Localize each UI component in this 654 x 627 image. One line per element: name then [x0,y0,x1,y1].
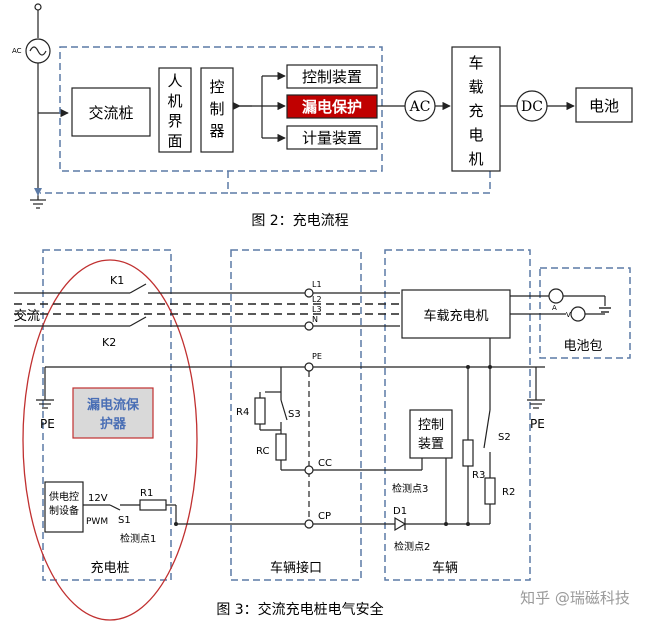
hmi-char-3: 面 [167,132,182,150]
r4-label: R4 [236,407,249,418]
cp-label: CP [318,511,331,522]
hmi-char-0: 人 [167,72,182,90]
s3-label: S3 [288,409,301,420]
controller-char-0: 控 [209,78,224,96]
battery-pack-frame [539,267,631,359]
rc-resistor [275,433,287,461]
battery-label: 电池 [589,97,619,115]
hmi-box [158,67,192,153]
hmi-char-2: 界 [167,112,182,130]
figure-2-caption: 图 2：充电流程 [251,213,348,229]
cc-label: CC [318,458,332,469]
onboard-charger-label-3: 车载充电机 [423,308,488,324]
ac-pile-label: 交流桩 [88,104,133,122]
figure-3-caption: 图 3：交流充电桩电气安全 [216,601,383,618]
rcd-label-line1: 漏电流保 [87,397,140,413]
power-control-device-box [44,481,84,533]
l2-label: L2 [312,295,322,304]
obc-char-4: 机 [468,150,483,168]
charging-pile-dashed-frame [59,46,383,172]
metering-device-box [286,125,378,150]
l3-label: L3 [312,305,322,314]
interface-section-frame [230,249,362,581]
r3-resistor [462,439,474,467]
obc-char-2: 充 [468,102,483,120]
metering-device-label: 计量装置 [302,129,362,147]
l1-label: L1 [312,280,322,289]
n-label: N [312,315,318,324]
figure-3-circuit: 交流 K1 K2 L1 L2 L3 N 车载充电机 A V [14,249,631,621]
power-control-line1: 供电控 [49,490,79,503]
leakage-protection-label: 漏电保护 [302,98,362,116]
watermark: 知乎 @瑞磁科技 [520,589,630,607]
k1-label: K1 [110,274,124,287]
pe-node-label: PE [312,352,322,361]
figure-2-flow: AC 交流桩 人 机 界 面 控 制 器 [12,3,633,229]
test-point1-label: 检测点1 [120,532,156,545]
v12-label: 12V [88,493,108,504]
vehicle-control-device-box [409,409,453,459]
pe-right-label: PE [530,417,545,431]
r2-label: R2 [502,487,515,498]
obc-char-3: 电 [468,126,483,144]
r4-resistor [254,397,266,425]
dc-node-label: DC [521,99,543,115]
onboard-charger-box-3 [401,289,511,339]
controller-char-1: 制 [209,100,224,118]
d1-diode [394,516,407,532]
pile-section-frame [42,249,172,581]
ac-source-label: AC [12,47,22,55]
s3-switch [280,399,288,421]
pile-highlight-ellipse [22,259,198,621]
r2-resistor [484,477,496,505]
onboard-charger-box [451,46,501,172]
r1-label: R1 [140,488,153,499]
hmi-char-1: 机 [167,92,182,110]
control-device-box [286,64,378,89]
rcd-label-line2: 护器 [100,416,127,432]
ammeter [548,288,564,304]
vehicle-control-line2: 装置 [418,437,444,452]
r1-resistor [139,499,167,511]
rc-label: RC [256,446,269,457]
voltmeter [570,306,586,322]
s1-label: S1 [118,515,131,526]
s2-switch [483,409,491,449]
k2-switch [129,316,147,327]
pile-section-label: 充电桩 [90,560,129,576]
test-point2-label: 检测点2 [394,540,430,553]
test-point3-label: 检测点3 [392,482,428,495]
vehicle-section-frame [384,249,531,581]
s2-label: S2 [498,432,511,443]
interface-section-label: 车辆接口 [270,560,322,576]
vehicle-control-line1: 控制 [418,418,444,433]
battery-box [575,87,633,123]
k1-switch [129,283,147,294]
voltmeter-label: V [566,311,571,319]
control-device-label: 控制装置 [302,68,362,86]
vehicle-section-label: 车辆 [432,560,458,576]
ac-node-label: AC [409,99,431,115]
obc-char-0: 车 [468,54,483,72]
ammeter-label: A [552,304,557,312]
r3-label: R3 [472,470,485,481]
battery-pack-label: 电池包 [563,339,602,354]
ac-input-label: 交流 [14,308,40,324]
rcd-box [72,387,154,439]
controller-char-2: 器 [209,122,224,140]
obc-char-1: 载 [468,78,483,96]
pe-left-label: PE [40,417,55,431]
s1-switch [109,504,121,511]
ac-pile-box [71,87,151,137]
d1-label: D1 [393,506,407,517]
power-control-line2: 制设备 [49,504,79,517]
k2-label: K2 [102,336,116,349]
pwm-label: PWM [86,517,108,527]
